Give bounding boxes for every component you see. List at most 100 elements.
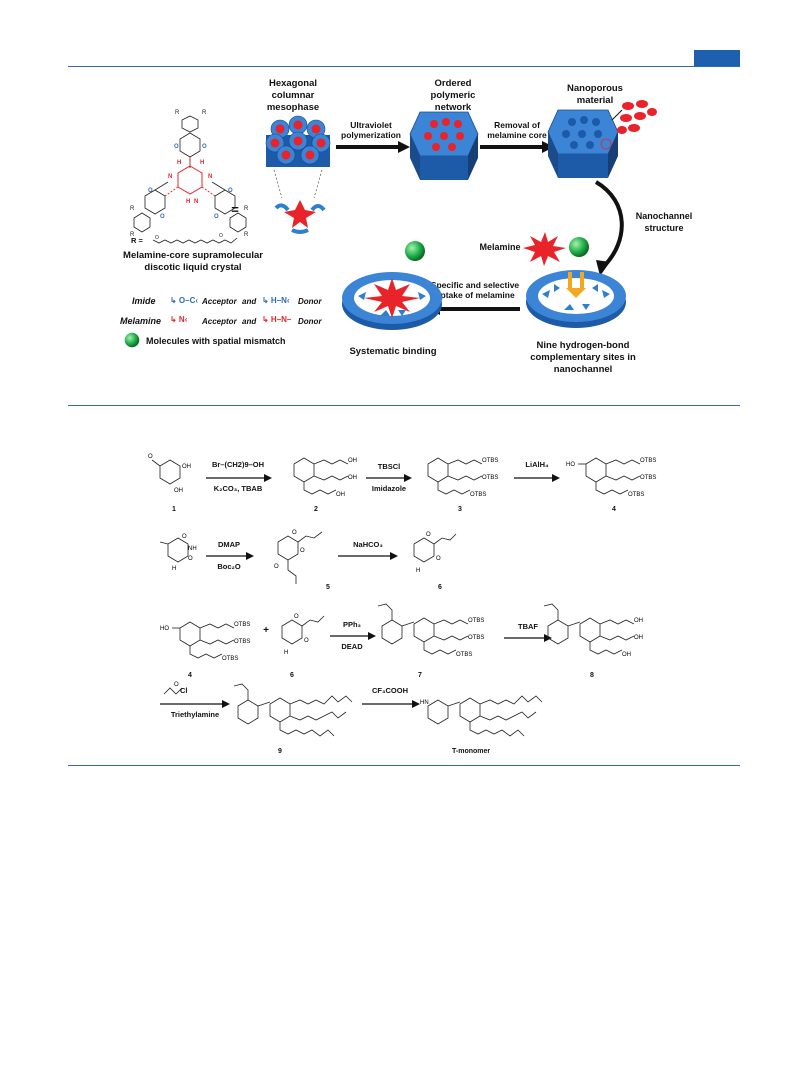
svg-text:OTBS: OTBS xyxy=(234,622,250,628)
compound-1-structure: O OH OH xyxy=(148,454,191,494)
legend-mismatch: Molecules with spatial mismatch xyxy=(146,336,286,346)
arrow-removal xyxy=(480,141,554,153)
svg-text:O: O xyxy=(188,556,193,562)
ordered-network-hexagon xyxy=(409,111,479,180)
svg-text:OTBS: OTBS xyxy=(482,475,498,481)
svg-text:H: H xyxy=(284,650,288,656)
reagent-dmap: DMAP xyxy=(217,540,241,549)
nanoporous-block xyxy=(547,100,657,178)
melamine-label: Melamine xyxy=(479,242,521,252)
disc-molecule-icon xyxy=(274,200,326,234)
nanoporous-label: Nanoporous material xyxy=(567,83,623,106)
r-chain: O O xyxy=(152,233,238,244)
legend-acceptor-2: Acceptor xyxy=(202,317,237,326)
svg-text:O: O xyxy=(174,682,179,688)
svg-text:O: O xyxy=(155,235,159,241)
legend-donor-2: Donor xyxy=(298,317,322,326)
arrow-step4 xyxy=(206,552,254,560)
top-rule xyxy=(68,66,740,67)
svg-text:R: R xyxy=(244,232,249,238)
reagent-boc2o: Boc₂O xyxy=(217,562,241,571)
melamine-acceptor-icon: ↳ N‹ xyxy=(170,315,188,324)
svg-text:O: O xyxy=(294,614,299,620)
svg-text:R: R xyxy=(244,206,249,212)
svg-text:OTBS: OTBS xyxy=(640,475,656,481)
svg-text:OTBS: OTBS xyxy=(468,618,484,624)
compound-5-structure: O O O xyxy=(274,530,323,584)
nanochannel-ring xyxy=(526,270,626,328)
svg-text:R: R xyxy=(130,232,135,238)
svg-text:OH: OH xyxy=(336,492,345,498)
removal-label: Removal of melamine core xyxy=(487,120,547,140)
nine-sites-label: Nine hydrogen-bond complementary sites i… xyxy=(530,340,636,375)
svg-text:OTBS: OTBS xyxy=(482,458,498,464)
arrow-step2 xyxy=(366,474,412,482)
equals-sign: = xyxy=(231,202,239,217)
green-sphere-right xyxy=(569,237,589,257)
legend-acceptor-1: Acceptor xyxy=(202,297,237,306)
reagent-br: Br–(CH2)9–OH xyxy=(211,460,265,469)
svg-text:OTBS: OTBS xyxy=(222,656,238,662)
hexagonal-label: Hexagonal columnar mesophase xyxy=(266,78,320,113)
svg-text:NH: NH xyxy=(188,546,197,552)
svg-text:OTBS: OTBS xyxy=(234,639,250,645)
arrow-step1 xyxy=(206,474,272,482)
header-tab xyxy=(694,50,740,66)
compound-2-label: 2 xyxy=(314,506,318,513)
svg-text:OTBS: OTBS xyxy=(628,492,644,498)
nanochannel-label: Nanochannel structure xyxy=(635,211,693,233)
reagent-dead: DEAD xyxy=(341,642,363,651)
svg-text:R: R xyxy=(130,206,135,212)
reagent-imidazole: Imidazole xyxy=(371,484,407,493)
compound-5-label: 5 xyxy=(326,584,330,591)
svg-text:HO: HO xyxy=(160,626,169,632)
compound-6b-label: 6 xyxy=(290,672,294,679)
compound-4b-structure: HO OTBS OTBS OTBS xyxy=(160,621,250,662)
arrow-step6 xyxy=(330,632,376,640)
t-monomer-structure: HN xyxy=(420,695,543,737)
melamine-splat-icon xyxy=(523,232,566,266)
svg-text:O: O xyxy=(148,454,153,460)
acryloyl-chloride-structure: O xyxy=(163,682,183,695)
compound-7-label: 7 xyxy=(418,672,422,679)
svg-text:O: O xyxy=(160,214,165,220)
svg-text:N: N xyxy=(194,199,198,205)
middle-rule xyxy=(68,405,740,406)
svg-text:H: H xyxy=(416,568,420,574)
compound-7-structure: OTBS OTBS OTBS xyxy=(377,603,484,658)
t-monomer-label: T-monomer xyxy=(452,748,491,755)
green-sphere-left xyxy=(405,241,425,261)
svg-text:O: O xyxy=(174,144,179,150)
svg-text:O: O xyxy=(426,532,431,538)
svg-text:H: H xyxy=(172,566,176,572)
svg-text:O: O xyxy=(228,188,233,194)
svg-text:OTBS: OTBS xyxy=(456,652,472,658)
compound-4-label: 4 xyxy=(612,506,616,513)
green-sphere-legend-icon xyxy=(124,332,140,348)
arrow-step5 xyxy=(338,552,398,560)
compound-6b-structure: O O H xyxy=(281,614,325,656)
r-definition: R = xyxy=(131,236,143,245)
svg-text:OH: OH xyxy=(174,488,183,494)
svg-text:OH: OH xyxy=(634,618,643,624)
svg-text:OH: OH xyxy=(348,475,357,481)
svg-text:O: O xyxy=(182,534,187,540)
reagent-lialh4: LiAlH₄ xyxy=(525,460,549,469)
svg-text:HN: HN xyxy=(420,700,429,706)
uv-label: Ultraviolet polymerization xyxy=(341,120,401,140)
svg-text:H: H xyxy=(177,160,181,166)
reagent-pph3: PPh₃ xyxy=(342,620,362,629)
compound-8-structure: OH OH OH xyxy=(543,603,643,658)
reagent-tbscl: TBSCl xyxy=(377,462,401,471)
svg-text:O: O xyxy=(436,556,441,562)
legend: Imide ↳ O–C‹ Acceptor and ↳ H–N‹ Donor M… xyxy=(120,292,350,352)
svg-text:O: O xyxy=(202,144,207,150)
svg-text:H: H xyxy=(186,199,190,205)
legend-and-2: and xyxy=(242,317,257,326)
bottom-rule xyxy=(68,765,740,766)
reagent-cf3cooh: CF₃COOH xyxy=(372,686,408,695)
svg-text:R: R xyxy=(175,110,180,116)
compound-3-structure: OTBS OTBS OTBS xyxy=(427,457,498,498)
reagent-nahco3: NaHCO₃ xyxy=(353,540,383,549)
